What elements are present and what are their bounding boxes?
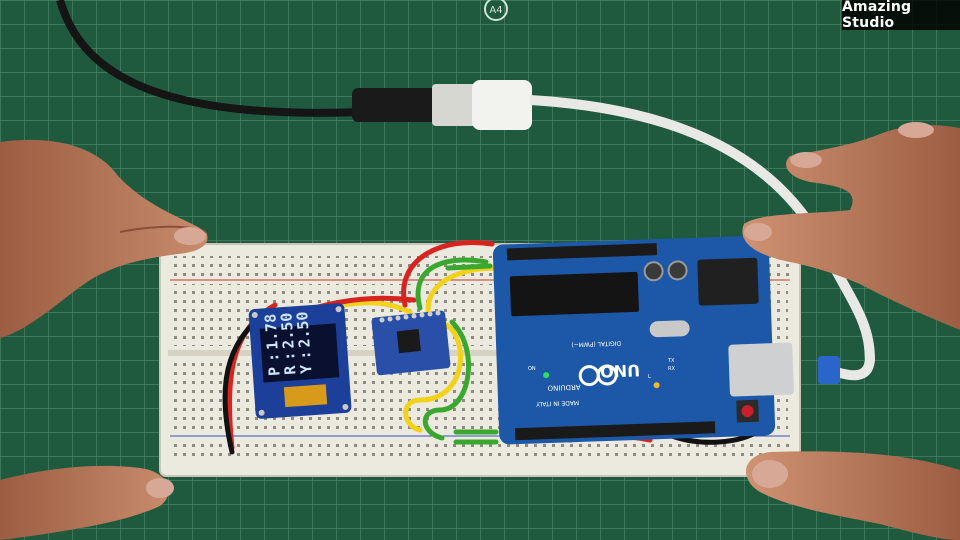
reset-button[interactable] — [741, 405, 754, 418]
atmega-chip — [509, 271, 639, 317]
oled-row-2-sep: : — [280, 351, 299, 361]
arduino-led-l: L — [648, 374, 651, 380]
oled-row-3-label: Y — [297, 364, 316, 374]
arduino-led-on: ON — [528, 366, 536, 372]
usb-connector — [352, 80, 532, 130]
l-led — [653, 382, 660, 389]
arduino-digital-header — [506, 243, 658, 261]
arduino-led-rx: RX — [668, 366, 675, 372]
oled-row-2-value: 2.50 — [277, 312, 297, 349]
arduino-brand-text: ARDUINO — [547, 383, 581, 392]
arduino-led-tx: TX — [667, 358, 675, 364]
usb-b-port — [728, 342, 794, 397]
oled-row-1-label: P — [265, 366, 284, 376]
oled-row-1-sep: : — [264, 352, 283, 362]
oled-display-module: P : 1.78 R : 2.50 Y : 2.50 — [248, 303, 352, 419]
oled-row-3-sep: : — [296, 350, 315, 360]
left-hand — [0, 139, 208, 540]
oled-row-1-value: 1.78 — [261, 313, 281, 350]
arduino-digital-label: DIGITAL (PWM~) — [571, 339, 621, 348]
arduino-made-in-text: MADE IN ITALY — [536, 399, 580, 408]
oled-screen — [259, 323, 340, 383]
right-hand — [742, 122, 960, 540]
mat-corner-label: A4 — [484, 0, 508, 21]
crystal — [649, 320, 690, 338]
dc-jack — [697, 257, 759, 306]
arduino-logo-text: UNO — [600, 361, 641, 381]
oled-row-2-label: R — [281, 364, 300, 375]
black-usb-cable — [56, 0, 361, 117]
on-led — [543, 372, 550, 379]
oled-row-3-value: 2.50 — [293, 311, 313, 348]
svg-text:A4: A4 — [489, 5, 502, 16]
jumper-wires — [222, 240, 763, 455]
arduino-power-header — [515, 421, 716, 441]
arduino-logo — [578, 364, 618, 387]
watermark: Amazing Studio — [842, 0, 960, 31]
arduino-uno-board: UNO ARDUINO MADE IN ITALY DIGITAL (PWM~)… — [492, 235, 794, 445]
gyro-sensor-module — [371, 310, 451, 376]
cable-adapter — [818, 356, 840, 384]
